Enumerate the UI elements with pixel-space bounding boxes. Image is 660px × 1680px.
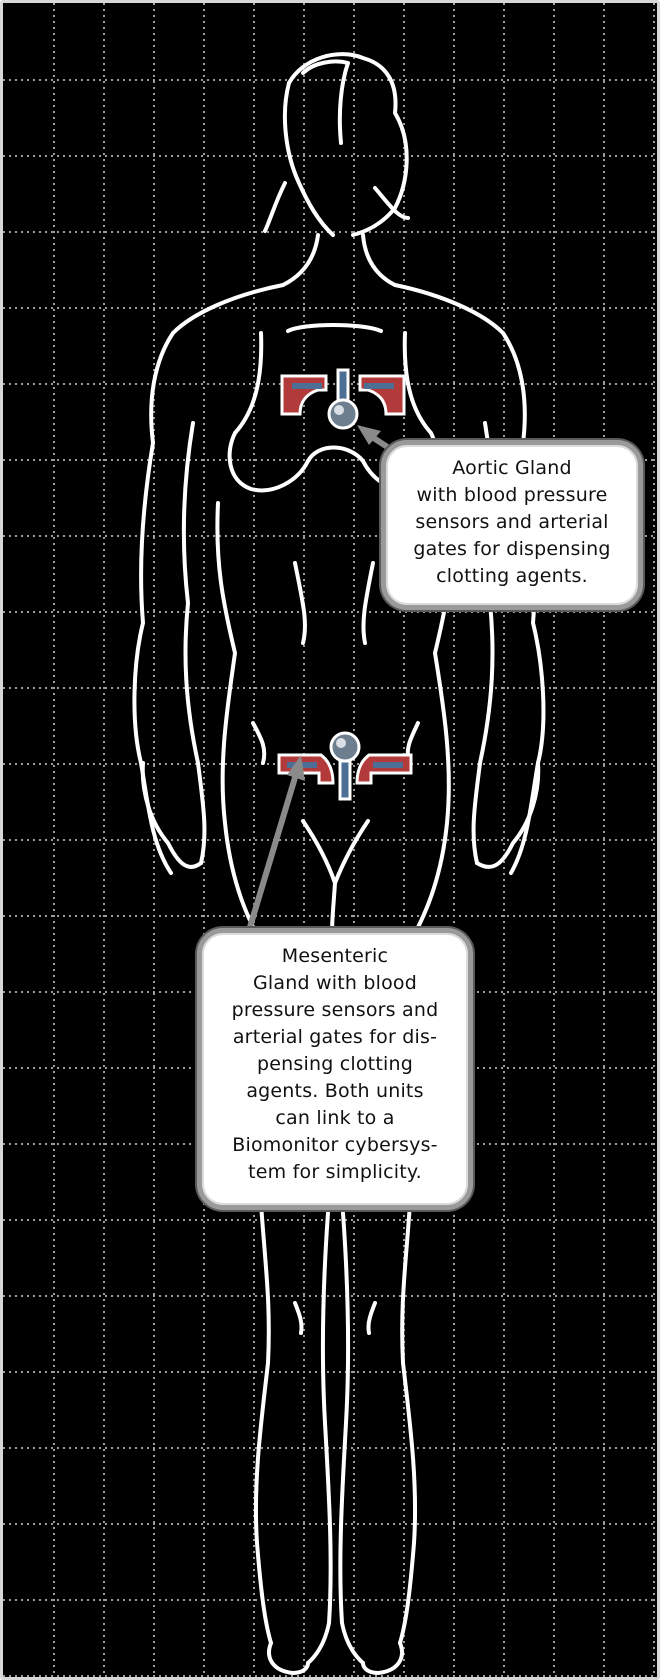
callout-line: can link to a xyxy=(210,1105,460,1132)
callout-line: pressure sensors and xyxy=(210,997,460,1024)
callout-line: arterial gates for dis- xyxy=(210,1024,460,1051)
callout-line: sensors and arterial xyxy=(394,509,630,536)
callout-line: Aortic Gland xyxy=(394,455,630,482)
mesenteric-leader-arrow xyxy=(3,3,660,1680)
callout-line: Biomonitor cybersys- xyxy=(210,1132,460,1159)
callout-line: clotting agents. xyxy=(394,563,630,590)
aortic-gland-callout: Aortic Gland with blood pressure sensors… xyxy=(381,440,643,610)
callout-line: Mesenteric xyxy=(210,943,460,970)
callout-line: Gland with blood xyxy=(210,970,460,997)
callout-line: tem for simplicity. xyxy=(210,1159,460,1186)
callout-line: with blood pressure xyxy=(394,482,630,509)
mesenteric-gland-callout: Mesenteric Gland with blood pressure sen… xyxy=(197,928,473,1210)
callout-line: gates for dispensing xyxy=(394,536,630,563)
callout-line: pensing clotting xyxy=(210,1051,460,1078)
callout-line: agents. Both units xyxy=(210,1078,460,1105)
